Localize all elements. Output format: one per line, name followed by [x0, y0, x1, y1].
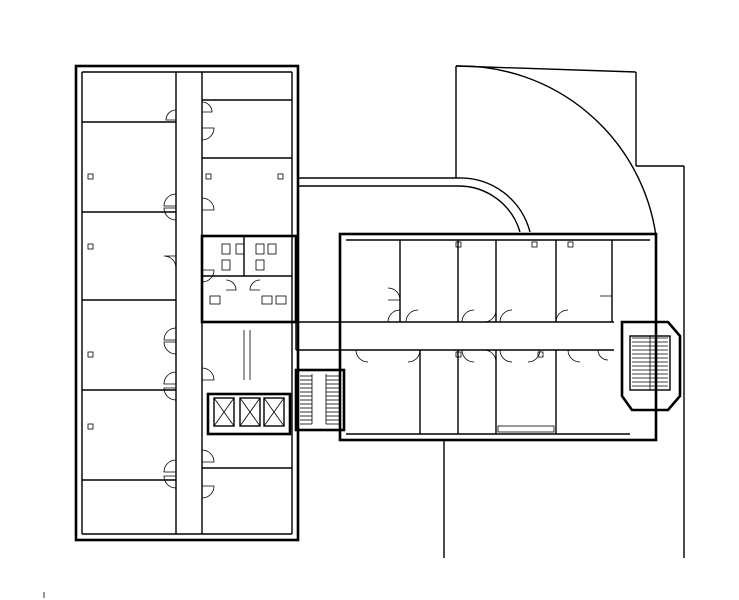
north-plaza	[455, 65, 685, 558]
site-lines	[43, 440, 445, 598]
east-corridor	[295, 321, 614, 351]
stair-core-west	[294, 368, 346, 432]
west-wing-exterior	[74, 64, 300, 542]
west-right-offices	[202, 99, 292, 469]
core-lobby	[243, 330, 251, 380]
west-left-offices	[82, 121, 176, 481]
core-restrooms	[200, 234, 298, 324]
west-doors	[163, 101, 215, 499]
east-south-offices	[300, 349, 557, 434]
east-doors	[355, 287, 609, 363]
connector	[298, 177, 531, 233]
elevator-bank	[206, 392, 292, 436]
stair-core-east	[620, 320, 682, 412]
west-corridor	[175, 72, 203, 534]
east-north-offices	[399, 240, 613, 322]
east-wing-exterior	[338, 232, 658, 442]
